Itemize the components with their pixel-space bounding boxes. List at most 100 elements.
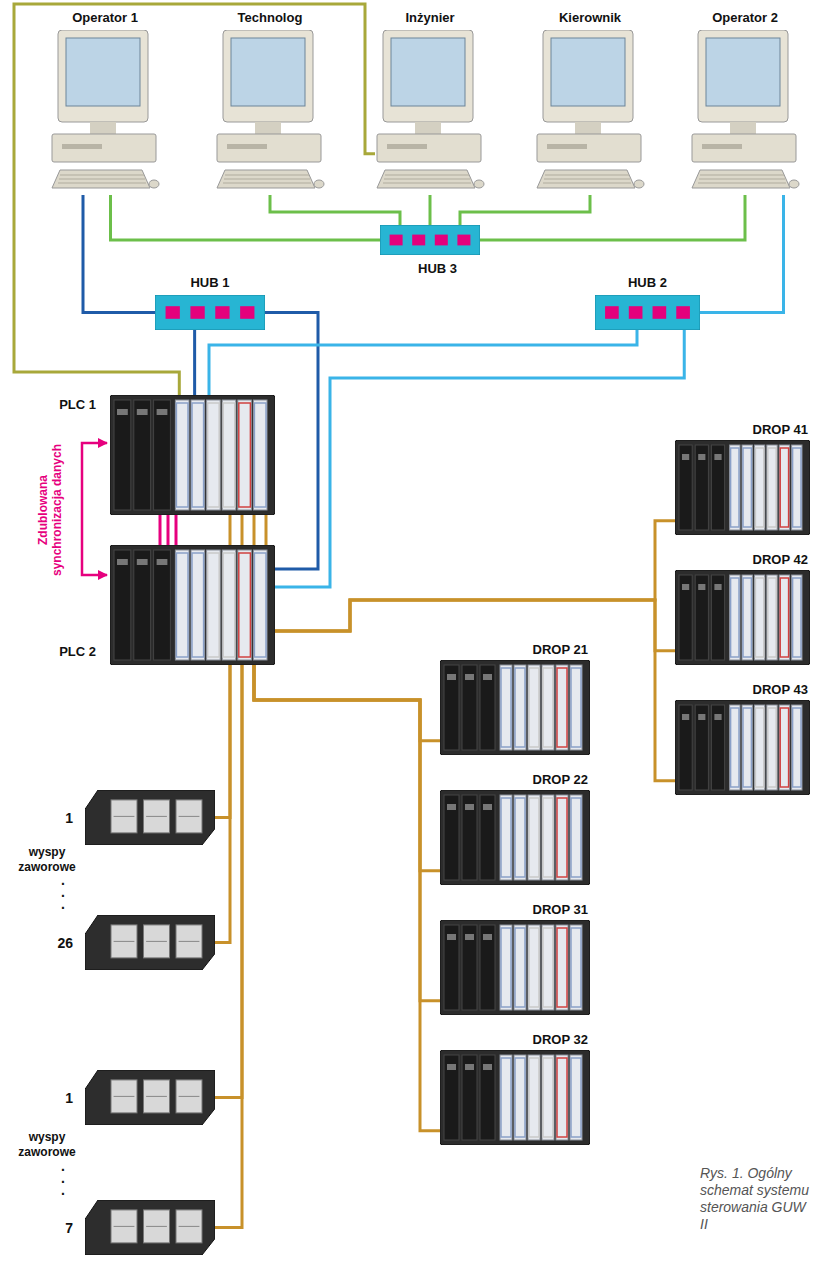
io-card — [514, 925, 526, 1010]
module-led — [465, 934, 474, 940]
mouse — [634, 180, 644, 188]
io-card — [207, 400, 221, 510]
io-card-strip — [515, 1058, 525, 1137]
key-row — [698, 183, 786, 184]
module-led — [714, 584, 721, 590]
io-card — [253, 550, 267, 660]
io-card — [514, 795, 526, 880]
io-card-strip — [543, 1058, 553, 1137]
io-card-strip — [239, 553, 251, 657]
plc-node: PLC 1 — [110, 395, 275, 515]
connector — [275, 330, 684, 587]
io-card — [238, 400, 252, 510]
io-card — [556, 925, 568, 1010]
icon — [85, 1070, 215, 1125]
pc-icon — [217, 30, 324, 188]
io-card — [570, 795, 582, 880]
hub-body — [155, 295, 265, 330]
icon — [440, 920, 590, 1015]
io-card — [556, 1055, 568, 1140]
module — [462, 925, 477, 1010]
valve-block — [111, 1210, 137, 1243]
key-row — [544, 179, 630, 180]
valve-icon — [85, 915, 215, 970]
module-led — [117, 559, 128, 565]
io-card-strip — [515, 928, 525, 1007]
module-led — [698, 714, 705, 720]
monitor — [383, 30, 473, 122]
ellipsis-dot: . — [61, 874, 65, 886]
rack — [675, 570, 810, 665]
hub-node: HUB 1 — [155, 295, 265, 330]
io-card-strip — [755, 448, 763, 527]
stand — [575, 122, 601, 134]
drop-icon — [440, 920, 590, 1015]
icon — [675, 570, 810, 665]
node-label: 1 — [65, 810, 73, 826]
hub-node: HUB 3 — [380, 225, 480, 255]
pc-icon — [377, 30, 484, 188]
io-card-strip — [176, 553, 188, 657]
icon — [110, 545, 275, 665]
io-card — [730, 445, 740, 530]
connector — [254, 665, 440, 741]
drive — [227, 144, 267, 149]
module-led — [447, 934, 456, 940]
io-card-strip — [743, 578, 751, 657]
connector — [82, 443, 107, 575]
io-card — [238, 550, 252, 660]
valve-mark — [114, 1096, 135, 1097]
io-card-strip — [208, 403, 220, 507]
module — [679, 575, 692, 660]
io-card-strip — [192, 553, 204, 657]
connector — [275, 521, 675, 631]
valve-mark — [114, 816, 135, 817]
io-card — [767, 445, 777, 530]
node-label: HUB 1 — [190, 275, 229, 290]
io-card-strip — [543, 798, 553, 877]
connector — [254, 665, 440, 871]
rack — [110, 545, 275, 665]
pc-icon — [537, 30, 644, 188]
hub-icon — [155, 295, 265, 330]
module-led — [682, 454, 689, 460]
io-card-strip — [768, 448, 776, 527]
screen — [551, 38, 625, 106]
node-label: 7 — [65, 1220, 73, 1236]
io-card — [514, 1055, 526, 1140]
key-row — [60, 175, 144, 176]
keyboard — [377, 170, 475, 188]
monitor — [223, 30, 313, 122]
connector — [700, 195, 784, 313]
node-label: DROP 42 — [753, 552, 808, 567]
monitor — [543, 30, 633, 122]
rack — [440, 1050, 590, 1145]
connector — [111, 195, 381, 240]
hub-port — [215, 306, 229, 319]
connector — [254, 665, 440, 1131]
icon — [675, 440, 810, 535]
module — [154, 400, 171, 510]
io-card-strip — [755, 708, 763, 787]
case — [377, 134, 481, 162]
io-card — [570, 665, 582, 750]
io-card-strip — [557, 668, 567, 747]
valve-block — [176, 1210, 202, 1243]
io-card — [542, 1055, 554, 1140]
pc-node: Operator 2 — [690, 30, 800, 195]
io-card — [730, 705, 740, 790]
drop-node: DROP 41 — [675, 440, 810, 535]
icon — [440, 660, 590, 755]
key-row — [224, 179, 310, 180]
io-card — [570, 925, 582, 1010]
module — [134, 550, 151, 660]
hub-icon — [380, 225, 480, 255]
io-card — [500, 665, 512, 750]
node-label: Operator 2 — [712, 10, 778, 25]
io-card-strip — [501, 1058, 511, 1137]
node-label: DROP 32 — [533, 1032, 588, 1047]
icon — [50, 30, 160, 195]
icon — [380, 225, 480, 255]
module-led — [465, 1064, 474, 1070]
module-led — [157, 559, 168, 565]
